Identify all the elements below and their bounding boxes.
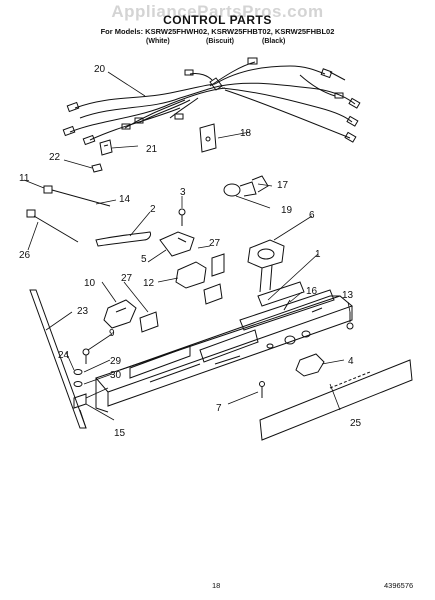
callout-29: 29	[110, 356, 122, 367]
part-27b	[139, 311, 159, 333]
wiring-harness	[62, 57, 361, 146]
callout-27: 27	[209, 238, 221, 249]
callout-20: 20	[94, 64, 106, 75]
callout-23: 23	[77, 306, 89, 317]
part-2	[95, 231, 151, 247]
callout-18: 18	[240, 128, 252, 139]
part-6	[247, 239, 285, 293]
callout-12: 12	[143, 278, 155, 289]
part-12	[175, 261, 207, 289]
part-27	[211, 253, 225, 277]
callout-11: 11	[19, 173, 30, 184]
callout-10: 10	[84, 278, 96, 289]
part-10	[103, 299, 137, 329]
callout-labels: 20 18 22 21 11 14 3 17 2 19 6 26 27 5 1 …	[19, 64, 362, 439]
part-22	[91, 163, 103, 173]
callout-26: 26	[19, 250, 31, 261]
callout-17: 17	[277, 180, 289, 191]
callout-22: 22	[49, 152, 61, 163]
part-3	[178, 208, 186, 226]
leader-lines	[23, 71, 351, 421]
part-4	[295, 353, 325, 377]
part-13	[346, 312, 354, 330]
callout-13: 13	[342, 290, 354, 301]
part-16	[283, 299, 291, 311]
callout-21: 21	[146, 144, 158, 155]
callout-5: 5	[141, 254, 147, 265]
callout-9: 9	[109, 328, 115, 339]
color-black: (Black)	[262, 38, 286, 45]
part-7	[259, 381, 265, 398]
callout-2: 2	[150, 204, 156, 215]
callout-7: 7	[216, 403, 222, 414]
callout-30: 30	[110, 370, 122, 381]
callout-19: 19	[281, 205, 293, 216]
callout-24: 24	[58, 350, 70, 361]
control-housing	[95, 281, 353, 413]
part-5	[159, 231, 195, 257]
callout-25: 25	[350, 418, 362, 429]
watermark: AppliancePartsPros.com	[111, 2, 324, 21]
part-25	[259, 359, 413, 441]
callout-3: 3	[180, 187, 186, 198]
page-title: CONTROL PARTS	[163, 13, 272, 27]
callout-16: 16	[306, 286, 318, 297]
color-white: (White)	[146, 38, 170, 45]
part-17	[223, 175, 269, 197]
doc-number: 4396576	[384, 581, 414, 590]
page-number: 18	[212, 581, 221, 590]
models-line: For Models: KSRW25FHWH02, KSRW25FHBT02, …	[100, 27, 335, 36]
part-18	[199, 123, 217, 153]
callout-15: 15	[114, 428, 126, 439]
part-11	[26, 185, 111, 243]
callout-6: 6	[309, 210, 315, 221]
color-biscuit: (Biscuit)	[206, 38, 234, 45]
callout-4: 4	[348, 356, 354, 367]
callout-14: 14	[119, 194, 131, 205]
part-21	[99, 139, 113, 156]
callout-1: 1	[315, 249, 321, 260]
callout-27b: 27	[121, 273, 133, 284]
